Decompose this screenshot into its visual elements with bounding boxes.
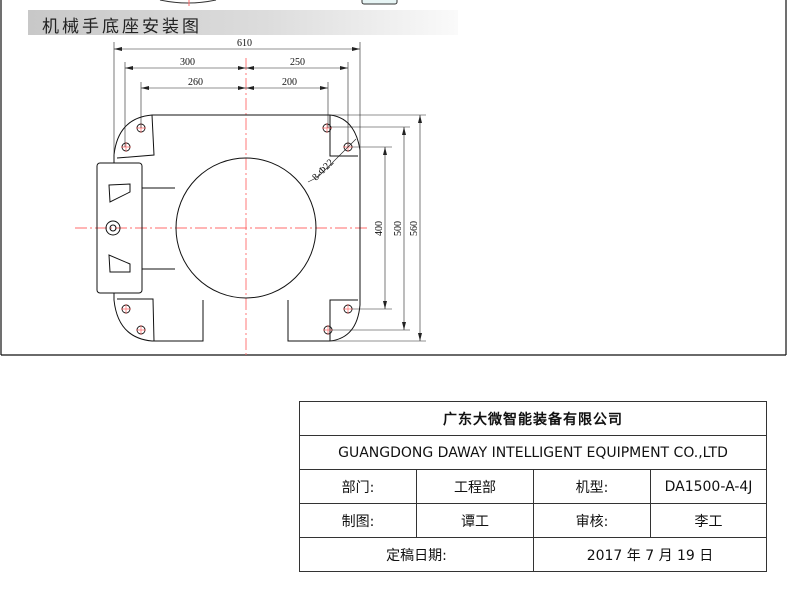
title-block-table: 广东大微智能装备有限公司 GUANGDONG DAWAY INTELLIGENT… [299, 401, 767, 572]
date-label: 定稿日期: [299, 537, 534, 572]
table-row: 部门: 工程部 机型: DA1500-A-4J [299, 469, 767, 504]
dim-560: 560 [409, 221, 420, 236]
base-installation-drawing: 610 300 250 260 200 400 500 560 8-Φ22 [0, 0, 787, 356]
department-label: 部门: [299, 469, 417, 504]
dim-300: 300 [180, 57, 195, 68]
company-name-en: GUANGDONG DAWAY INTELLIGENT EQUIPMENT CO… [299, 435, 767, 470]
department-value: 工程部 [416, 469, 534, 504]
table-row: 定稿日期: 2017 年 7 月 19 日 [299, 537, 767, 572]
model-label: 机型: [533, 469, 651, 504]
model-value: DA1500-A-4J [650, 469, 767, 504]
company-name-cn: 广东大微智能装备有限公司 [299, 401, 767, 436]
hole-spec-label: 8-Φ22 [310, 157, 336, 183]
dim-400: 400 [374, 221, 385, 236]
dimension-arrows [114, 47, 422, 341]
reviewer-label: 审核: [533, 503, 651, 538]
dim-250: 250 [290, 57, 305, 68]
dim-610: 610 [237, 38, 252, 49]
centerlines [75, 58, 368, 355]
drawing-frame [0, 0, 787, 356]
date-value: 2017 年 7 月 19 日 [533, 537, 767, 572]
previous-drawing-fragment [159, 0, 398, 6]
drawing-title-band: 机械手底座安装图 [28, 10, 458, 37]
table-row: GUANGDONG DAWAY INTELLIGENT EQUIPMENT CO… [299, 435, 767, 470]
mounting-holes [121, 123, 353, 335]
table-row: 广东大微智能装备有限公司 [299, 401, 767, 436]
drafter-label: 制图: [299, 503, 417, 538]
reviewer-value: 李工 [650, 503, 767, 538]
dim-500: 500 [393, 221, 404, 236]
table-row: 制图: 谭工 审核: 李工 [299, 503, 767, 538]
dim-200: 200 [282, 77, 297, 88]
base-outline [96, 114, 361, 342]
drafter-value: 谭工 [416, 503, 534, 538]
dimension-lines [113, 42, 426, 342]
drawing-title: 机械手底座安装图 [42, 17, 202, 37]
dim-260: 260 [188, 77, 203, 88]
